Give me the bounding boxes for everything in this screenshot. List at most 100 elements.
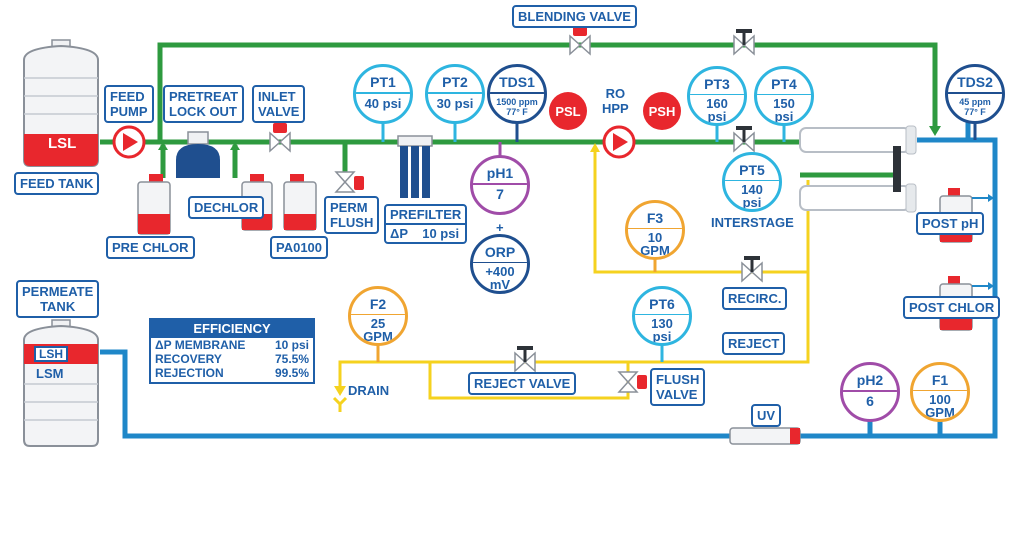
pt5-tag: PT5 xyxy=(739,161,765,178)
feed-pump-label: FEED PUMP xyxy=(104,85,154,123)
inlet-valve-label: INLET VALVE xyxy=(252,85,306,123)
drain-arrow xyxy=(334,386,346,396)
pt6-tag: PT6 xyxy=(649,295,675,312)
efficiency-row-name: REJECTION xyxy=(155,366,224,380)
pt2-value: 30 psi xyxy=(436,95,474,111)
prefilter-cartridges xyxy=(397,135,433,198)
ph1-value: 7 xyxy=(496,185,504,202)
efficiency-row: RECOVERY 75.5% xyxy=(151,352,313,366)
orp-gauge: ORP +400 mV xyxy=(470,234,530,294)
pt6-value: 130 psi xyxy=(651,316,673,344)
tds1-tag: TDS1 xyxy=(499,73,535,90)
pt1-value: 40 psi xyxy=(364,95,402,111)
feed-pump-icon[interactable] xyxy=(112,125,146,159)
lsl-label: LSL xyxy=(48,135,77,152)
efficiency-row: ΔP MEMBRANE 10 psi xyxy=(151,338,313,352)
pt2-tag: PT2 xyxy=(442,73,468,90)
ro-membranes xyxy=(799,125,917,213)
ph2-value: 6 xyxy=(866,392,874,409)
f2-value: 25 GPM xyxy=(363,316,393,344)
efficiency-row-value: 99.5% xyxy=(274,366,309,380)
tds2-gauge: TDS2 45 ppm 77° F xyxy=(945,64,1005,124)
perm-flush-valve-icon[interactable] xyxy=(334,171,364,193)
perm-flush-label: PERM FLUSH xyxy=(324,196,380,234)
pt5-value: 140 psi xyxy=(741,182,763,210)
f3-value: 10 GPM xyxy=(640,230,670,258)
pre-chlor-label: PRE CHLOR xyxy=(106,236,195,259)
pt4-value: 150 psi xyxy=(773,96,795,124)
efficiency-row: REJECTION 99.5% xyxy=(151,366,313,380)
prefilter-label-box: PREFILTER ΔP 10 psi xyxy=(384,204,468,244)
feed-lines xyxy=(100,42,938,178)
flush-valve-label: FLUSH VALVE xyxy=(650,368,706,406)
lsm-label: LSM xyxy=(36,366,64,381)
dechlor-vessel xyxy=(176,131,220,178)
tds1-gauge: TDS1 1500 ppm 77° F xyxy=(487,64,547,124)
manual-valve-top-icon[interactable] xyxy=(733,29,755,56)
feed-tank xyxy=(23,39,99,167)
psl-switch: PSL xyxy=(549,92,587,130)
ph2-tag: pH2 xyxy=(856,371,884,388)
f3-tag: F3 xyxy=(646,209,664,226)
pa0100-label: PA0100 xyxy=(270,236,329,259)
pt4-tag: PT4 xyxy=(771,75,797,92)
ph2-gauge: pH2 6 xyxy=(840,362,900,422)
lsh-label: LSH xyxy=(34,346,68,362)
pt3-tag: PT3 xyxy=(704,75,730,92)
concentrate-valve-icon[interactable] xyxy=(733,126,755,153)
efficiency-row-value: 10 psi xyxy=(274,338,309,352)
recirc-label: RECIRC. xyxy=(722,287,788,310)
ro-hpp-label: RO HPP xyxy=(602,86,629,116)
efficiency-row-name: RECOVERY xyxy=(155,352,222,366)
pt3-value: 160 psi xyxy=(706,96,728,124)
orp-tag: ORP xyxy=(484,243,516,260)
blending-valve-icon[interactable] xyxy=(569,26,591,56)
reject-valve-label: REJECT VALVE xyxy=(468,372,577,395)
efficiency-row-name: ΔP MEMBRANE xyxy=(155,338,246,352)
feed-tank-label: FEED TANK xyxy=(14,172,100,195)
pt2-gauge: PT2 30 psi xyxy=(425,64,485,124)
reject-label: REJECT xyxy=(722,332,786,355)
arrow-down-green xyxy=(929,126,941,136)
efficiency-panel: EFFICIENCY ΔP MEMBRANE 10 psi RECOVERY 7… xyxy=(149,318,315,384)
f1-value: 100 GPM xyxy=(925,392,955,420)
f2-tag: F2 xyxy=(369,295,387,312)
pretreat-lockout-label: PRETREAT LOCK OUT xyxy=(163,85,245,123)
f1-gauge: F1 100 GPM xyxy=(910,362,970,422)
uv-unit xyxy=(729,427,801,445)
pt3-gauge: PT3 160 psi xyxy=(687,66,747,126)
pre-chlor-jug xyxy=(137,174,171,235)
pt1-gauge: PT1 40 psi xyxy=(353,64,413,124)
recirc-valve-icon[interactable] xyxy=(741,256,763,283)
reject-valve-icon[interactable] xyxy=(514,346,536,373)
pa0100-jug xyxy=(283,174,317,231)
psh-switch: PSH xyxy=(643,92,681,130)
f2-gauge: F2 25 GPM xyxy=(348,286,408,346)
post-ph-label: POST pH xyxy=(916,212,985,235)
blending-valve-label: BLENDING VALVE xyxy=(512,5,637,28)
prefilter-label: PREFILTER xyxy=(386,206,466,225)
ro-pump-icon[interactable] xyxy=(602,125,636,159)
tds1-value: 1500 ppm 77° F xyxy=(496,96,538,117)
inlet-valve-icon[interactable] xyxy=(269,123,291,153)
post-chlor-label: POST CHLOR xyxy=(903,296,1001,319)
dechlor-label: DECHLOR xyxy=(188,196,265,219)
permeate-tank-label: PERMEATE TANK xyxy=(16,280,100,318)
interstage-label: INTERSTAGE xyxy=(711,215,794,230)
f1-tag: F1 xyxy=(931,371,949,388)
permeate-tank xyxy=(23,319,99,447)
ph1-gauge: pH1 7 xyxy=(470,155,530,215)
ph1-tag: pH1 xyxy=(486,164,514,181)
flush-valve-icon[interactable] xyxy=(617,371,647,393)
efficiency-title: EFFICIENCY xyxy=(151,320,313,338)
pt6-gauge: PT6 130 psi xyxy=(632,286,692,346)
tds2-tag: TDS2 xyxy=(957,73,993,90)
arrow-up-yellow xyxy=(590,143,600,152)
uv-label: UV xyxy=(751,404,782,427)
tds2-value: 45 ppm 77° F xyxy=(959,96,991,117)
arrow-up-green-2 xyxy=(230,142,240,150)
drain-label: DRAIN xyxy=(348,383,390,398)
efficiency-row-value: 75.5% xyxy=(274,352,309,366)
arrow-up-green-1 xyxy=(158,142,168,150)
orp-value: +400 mV xyxy=(485,264,515,292)
